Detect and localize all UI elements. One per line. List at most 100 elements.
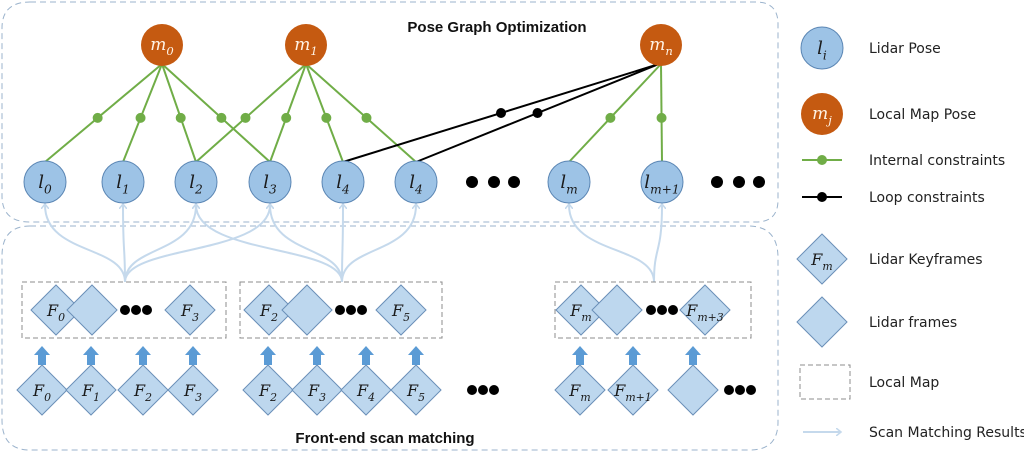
input-lidar-frame: F1 <box>65 364 117 416</box>
upload-arrow-icon <box>135 346 151 365</box>
ellipsis-dot <box>335 305 345 315</box>
label-subscript: i <box>823 48 827 62</box>
lidar-pose-circle <box>101 160 145 204</box>
internal-constraint-edge <box>122 63 163 163</box>
label-subscript: 0 <box>58 311 65 324</box>
upload-arrow-icon <box>572 346 588 365</box>
ellipsis-dot <box>346 305 356 315</box>
input-lidar-frame: F2 <box>242 364 294 416</box>
label-subscript: m+1 <box>650 182 680 196</box>
frame-diamond <box>242 364 294 416</box>
input-lidar-frame-unlabeled <box>667 364 719 416</box>
lidar-keyframe <box>555 284 607 336</box>
lidar-pose-circle <box>248 160 292 204</box>
label-subscript: m <box>822 260 832 273</box>
ellipsis-dot <box>489 385 499 395</box>
scan-matching-arrow <box>270 205 343 283</box>
ellipsis-dot <box>668 305 678 315</box>
legend-label: Scan Matching Results <box>869 425 1024 441</box>
label-base: l <box>560 172 566 193</box>
internal-constraint-dot <box>656 112 667 123</box>
frame-diamond <box>554 364 606 416</box>
legend-label: Loop constraints <box>869 190 985 206</box>
node-label: Fm+1 <box>613 381 651 404</box>
label-base: F <box>180 301 193 320</box>
node-label: l4 <box>336 172 350 196</box>
lidar-pose-circle <box>174 160 218 204</box>
label-subscript: 2 <box>194 182 203 196</box>
lidar-pose-node: lm+1 <box>640 160 684 204</box>
ellipsis-dot <box>724 385 734 395</box>
scan-matching-arrows <box>45 205 662 283</box>
legend-item-scan-arrow: Scan Matching Results <box>803 425 1024 441</box>
upload-arrow-icon <box>685 346 701 365</box>
label-base: l <box>189 172 195 193</box>
frame-diamond <box>167 364 219 416</box>
loop-constraint-dot-icon <box>817 192 827 202</box>
label-base: m <box>294 35 310 55</box>
internal-constraint-dot <box>361 112 372 123</box>
lidar-pose-icon <box>800 26 844 70</box>
scan-matching-arrow <box>196 205 343 283</box>
label-base: l <box>263 172 269 193</box>
internal-constraint-edge <box>568 63 662 163</box>
node-label: F4 <box>356 381 375 404</box>
node-label: mn <box>649 35 673 58</box>
upload-arrow-icon <box>185 346 201 365</box>
frame-diamond <box>667 364 719 416</box>
label-subscript: 0 <box>166 44 173 58</box>
legend-label: Internal constraints <box>869 153 1005 169</box>
scan-matching-arrow <box>341 205 416 283</box>
input-lidar-frame: Fm+1 <box>607 364 659 416</box>
ellipsis-dot <box>646 305 656 315</box>
ellipsis-dot <box>131 305 141 315</box>
input-lidar-frame: Fm <box>554 364 606 416</box>
lidar-keyframe <box>243 284 295 336</box>
internal-constraint-edge <box>44 63 163 163</box>
node-label: li <box>817 38 827 62</box>
label-subscript: 5 <box>403 311 410 324</box>
input-lidar-frame: F2 <box>117 364 169 416</box>
lidar-pose-circle <box>547 160 591 204</box>
local-map-border <box>21 281 227 339</box>
label-subscript: 2 <box>144 391 152 404</box>
node-label: F5 <box>391 301 410 324</box>
internal-constraint-dot <box>216 112 227 123</box>
ellipsis-dot <box>357 305 367 315</box>
label-subscript: 0 <box>44 182 52 196</box>
label-base: l <box>644 172 650 193</box>
label-subscript: 1 <box>93 391 100 404</box>
node-label: m0 <box>150 35 173 58</box>
legend-label: Lidar Keyframes <box>869 252 983 268</box>
node-label: lm <box>560 172 577 196</box>
legend-item-frame: Lidar frames <box>796 296 957 348</box>
label-base: m <box>150 35 166 55</box>
pose-graph-border <box>1 1 779 223</box>
input-lidar-frame: F0 <box>16 364 68 416</box>
ellipsis-dot <box>488 176 500 188</box>
internal-constraint-edge <box>161 63 197 163</box>
lidar-pose-node: l1 <box>101 160 145 204</box>
frame-diamond <box>65 364 117 416</box>
label-base: l <box>116 172 122 193</box>
node-label: F3 <box>307 381 326 404</box>
lidar-frame <box>281 284 333 336</box>
frame-diamond <box>340 364 392 416</box>
lidar-pose-circle <box>640 160 684 204</box>
label-base: F <box>685 301 698 320</box>
ellipsis-dot <box>711 176 723 188</box>
node-label: F3 <box>180 301 199 324</box>
legend-item-local-map: Local Map <box>799 364 939 400</box>
label-subscript: 1 <box>310 44 317 58</box>
lidar-pose-circle <box>321 160 365 204</box>
label-subscript: m <box>580 391 590 404</box>
loop-constraint-dot <box>496 108 506 118</box>
node-label: F2 <box>259 301 278 324</box>
label-base: l <box>38 172 44 193</box>
node-label: F5 <box>406 381 425 404</box>
scan-matching-arrow <box>342 205 343 283</box>
ellipsis-dot <box>467 385 477 395</box>
